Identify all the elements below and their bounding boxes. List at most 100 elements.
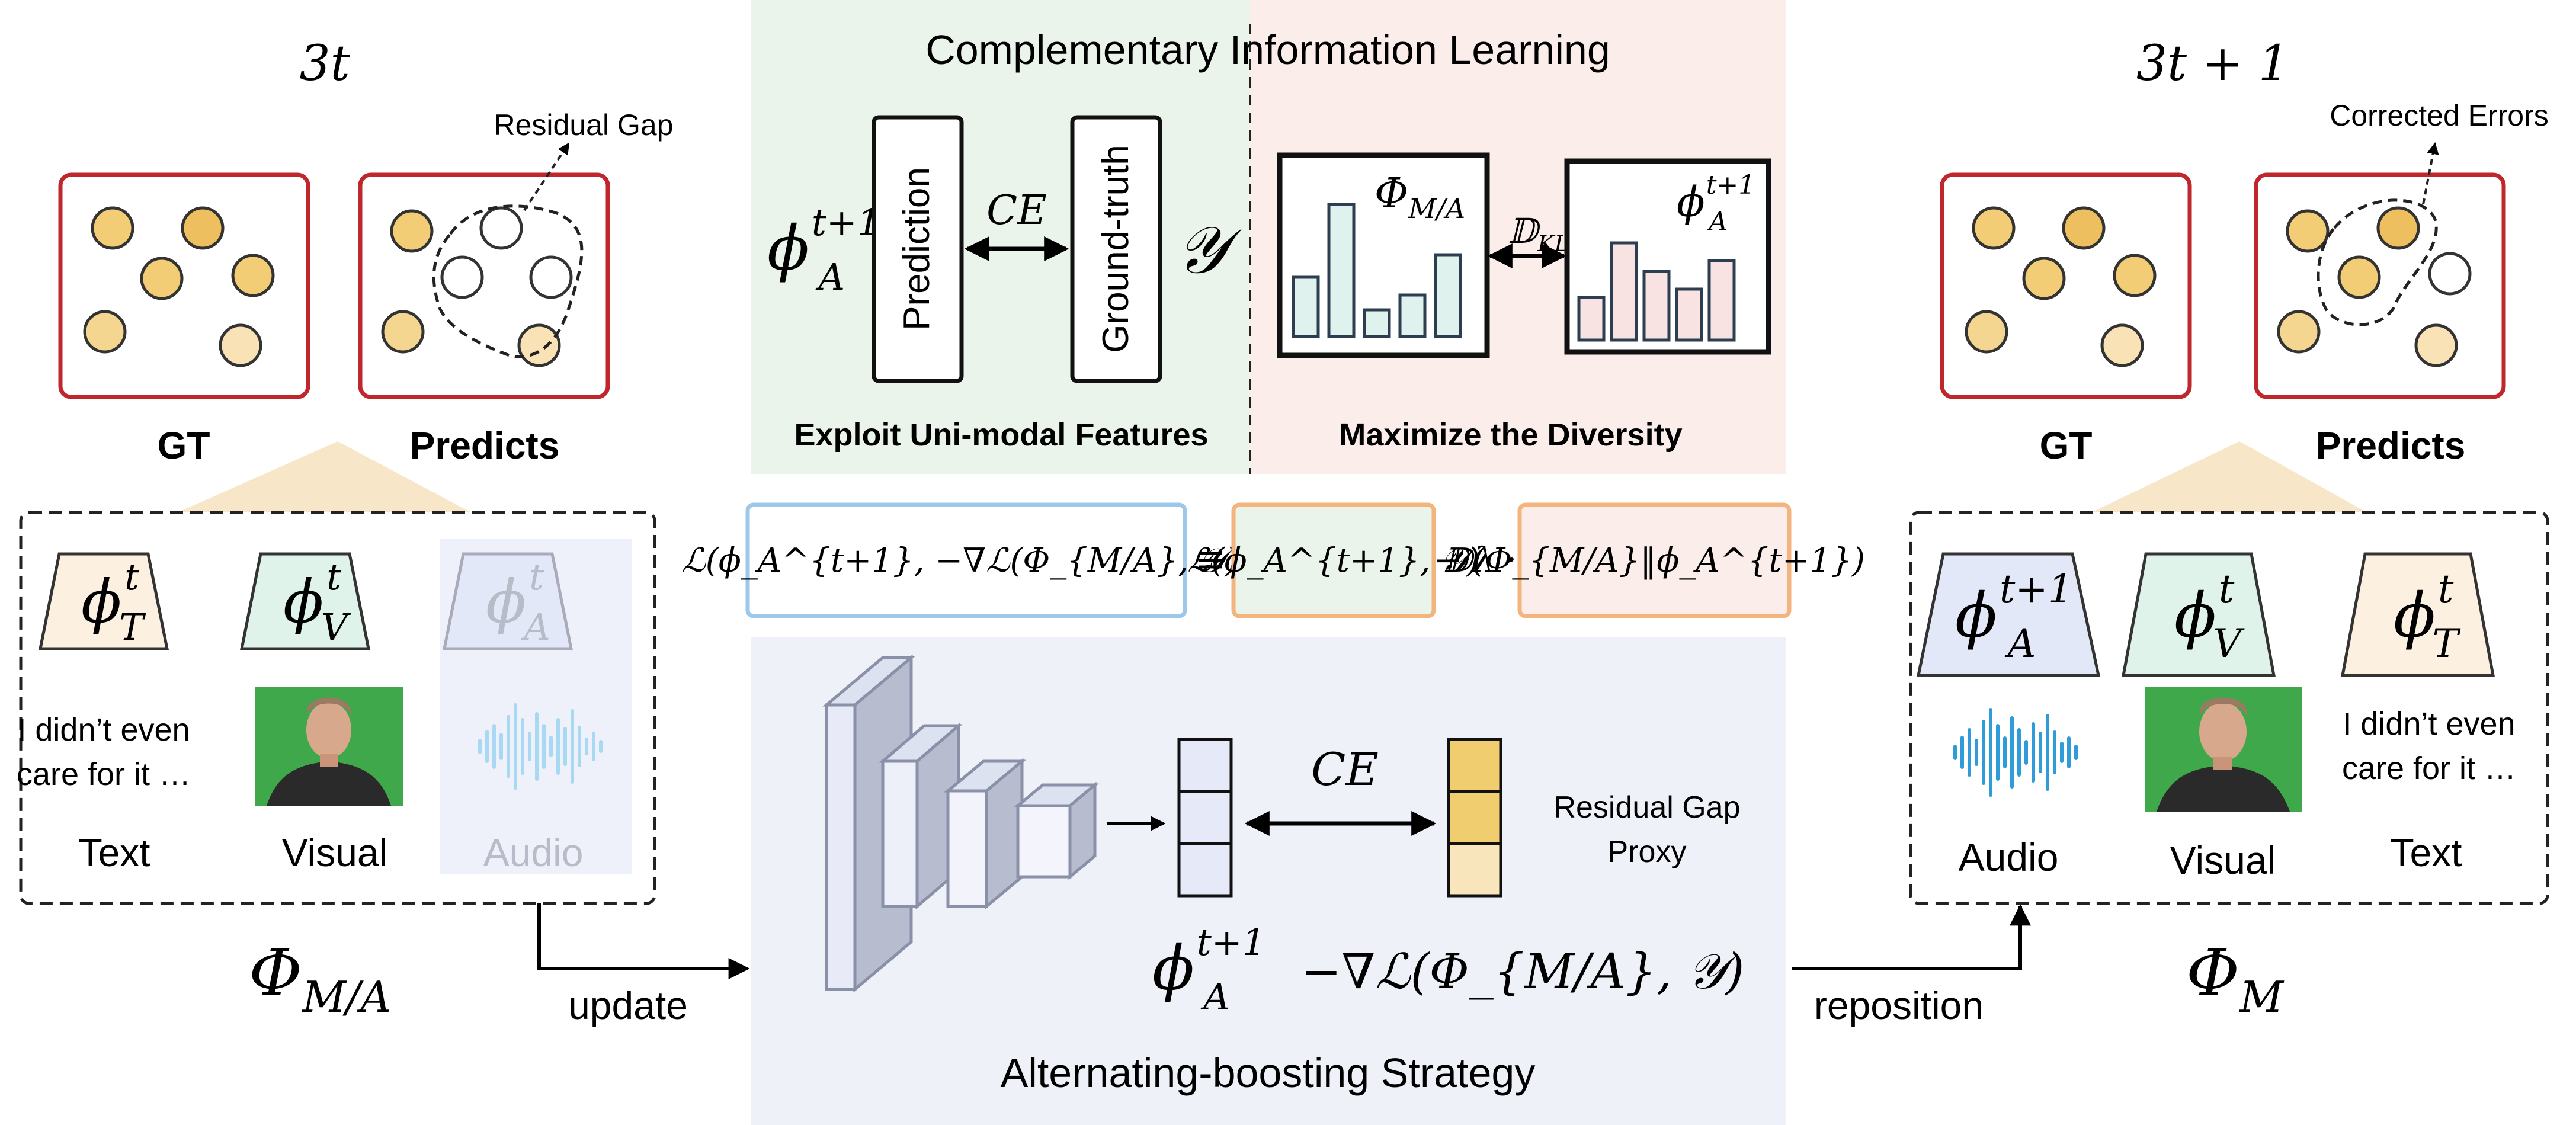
strategy-label: Alternating-boosting Strategy [1001, 1050, 1536, 1096]
right-step-label: 3t + 1 [2136, 36, 2289, 92]
phi-ma-bars [1292, 203, 1462, 338]
visual-person-image-right [2145, 687, 2302, 812]
pred-dot-empty [440, 255, 484, 299]
vector-cell [1447, 790, 1502, 845]
hist-bar [1363, 308, 1391, 338]
equation-term-2-box [1231, 502, 1436, 618]
maximize-label: Maximize the Diversity [1339, 417, 1682, 453]
pred-dot-empty [529, 255, 573, 299]
gt-dot [2100, 323, 2144, 367]
residual-gap-outline [432, 204, 584, 358]
vector-cell [1177, 790, 1233, 845]
left-predicts-label: Predicts [410, 424, 560, 467]
audio-waveform [1953, 708, 2078, 797]
pred-dot-empty [479, 206, 523, 250]
pred-dot [2286, 209, 2330, 253]
visual-modality-label: Visual [282, 831, 388, 874]
residual-gap-arrow [523, 142, 570, 211]
right-modality-box [1909, 511, 2549, 905]
vector-cell [1177, 842, 1233, 898]
gt-dot [231, 254, 275, 297]
text-caption-line1: I didn’t even [17, 712, 190, 748]
vector-cell [1447, 738, 1502, 793]
text-feature-trapezoid [38, 552, 169, 650]
hist-bar [1327, 203, 1356, 338]
gt-dot [219, 323, 262, 367]
equation-term-1: ℒ(ϕ_A^{t+1}, −∇ℒ(Φ_{M/A}, 𝒴)) [682, 541, 1251, 580]
left-gt-box [58, 172, 310, 399]
text-modality-label-right: Text [2390, 831, 2462, 874]
dkl-symbol: 𝔻KL [1508, 211, 1569, 257]
corrected-errors-label: Corrected Errors [2330, 99, 2549, 132]
hist-bar [1292, 275, 1320, 338]
visual-person-image [255, 687, 403, 806]
cnn-block [822, 654, 1099, 993]
hist-bar [1610, 241, 1638, 342]
left-step-label: 3t [299, 36, 350, 92]
visual-feature-trapezoid-right [2121, 552, 2276, 677]
pred-dot [2376, 206, 2420, 250]
left-gt-label: GT [158, 424, 210, 467]
residual-proxy-vector [1447, 738, 1502, 898]
prediction-box [872, 115, 964, 383]
pred-dot [2414, 323, 2458, 367]
exploit-label: Exploit Uni-modal Features [794, 417, 1208, 453]
hist-bar [1707, 259, 1736, 342]
gt-dot [83, 310, 127, 354]
right-predicts-label: Predicts [2316, 424, 2466, 467]
gt-dot [2062, 206, 2106, 250]
visual-feature-trapezoid [239, 552, 371, 650]
corrected-errors-arrow [2422, 142, 2439, 205]
right-projection-triangle [2091, 441, 2367, 512]
right-model-symbol: ΦM [2186, 935, 2285, 1022]
equation-term-3-box [1517, 502, 1792, 618]
hist-bar [1577, 296, 1606, 342]
pred-dot-empty [2428, 252, 2472, 296]
phi-a-bars [1577, 241, 1736, 342]
reposition-label: reposition [1814, 983, 1984, 1027]
audio-modality-label-faded: Audio [483, 831, 584, 874]
pred-dot [381, 310, 425, 354]
gt-dot [181, 206, 225, 250]
hist-bar [1675, 287, 1703, 342]
text-feature-trapezoid-right [2340, 552, 2495, 677]
hist-bar [1398, 293, 1427, 338]
left-projection-triangle [178, 441, 471, 512]
text-caption-line2: care for it … [17, 757, 191, 792]
ce-label-top: CE [986, 187, 1047, 234]
left-modality-box [19, 511, 656, 905]
equation-term-2: ℒ(ϕ_A^{t+1}, 𝒴) [1187, 541, 1479, 580]
audio-modality-label: Audio [1959, 835, 2059, 879]
gt-dot [140, 257, 184, 300]
groundtruth-label: Ground-truth [1095, 145, 1136, 353]
prediction-vector [1177, 738, 1233, 898]
equation-equiv: ≡ [1195, 537, 1226, 581]
pred-dot [390, 209, 434, 253]
grad-expression: −∇ℒ(Φ_{M/A}, 𝒴) [1301, 944, 1745, 1000]
gt-dot [1972, 206, 2016, 250]
corrected-errors-outline [2317, 198, 2438, 326]
groundtruth-box [1070, 115, 1162, 383]
hist-bar [1434, 253, 1462, 338]
left-predicts-box [358, 172, 610, 399]
text-modality-label: Text [78, 831, 150, 874]
pred-dot [2277, 310, 2321, 354]
equation-term-3: 𝔻(Φ_{M/A}‖ϕ_A^{t+1}) [1443, 541, 1865, 580]
residual-proxy-line1: Residual Gap [1553, 790, 1740, 825]
gt-dot [2113, 254, 2157, 297]
equation-term-1-box [745, 502, 1187, 618]
update-label: update [568, 983, 688, 1027]
prediction-label: Prediction [896, 167, 937, 331]
audio-waveform-faded [478, 703, 603, 790]
gt-dot [1965, 310, 2008, 354]
gt-dot [91, 206, 134, 250]
text-caption-right-line2: care for it … [2342, 751, 2516, 786]
